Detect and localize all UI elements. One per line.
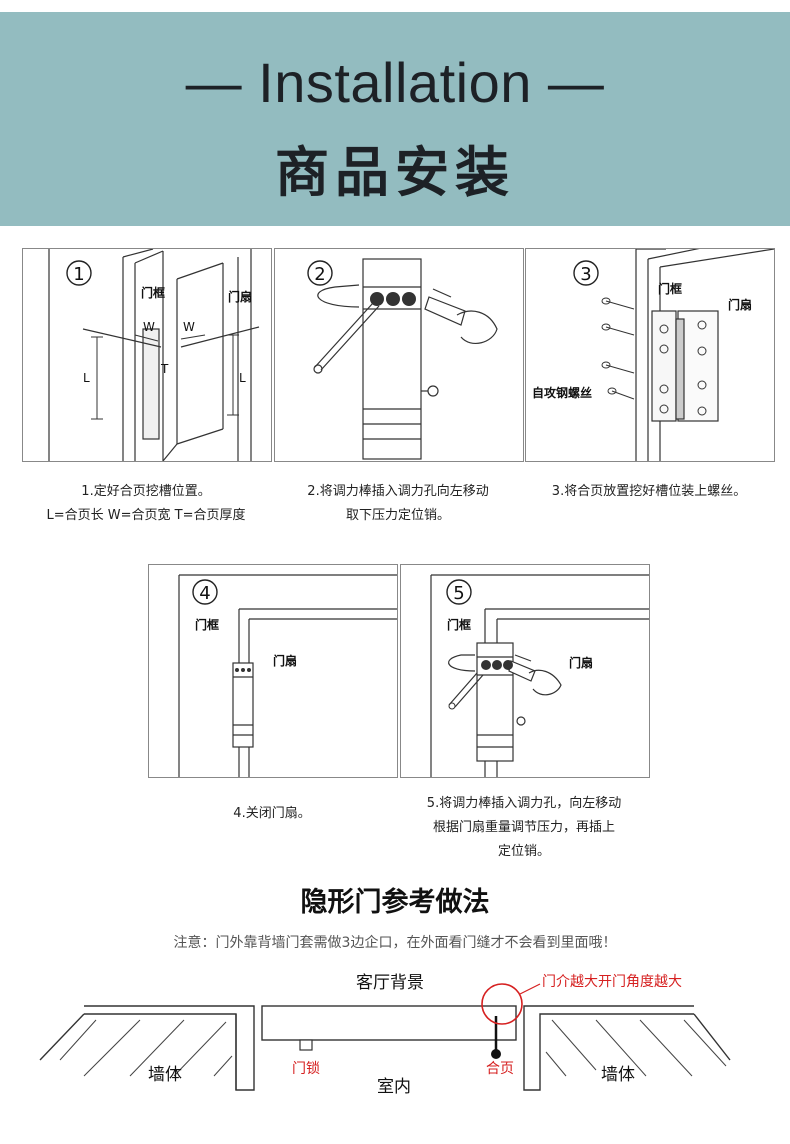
step-3-number-circle [573,260,599,286]
hidden-door-note: 注意：门外靠背墙门套需做3边企口，在外面看门缝才不会看到里面哦！ [173,935,617,951]
step-5-leaf-label: 门扇 [569,655,593,670]
step-2-hole-3 [402,292,416,306]
step-4-number-circle [192,579,218,605]
hinge-dot [491,1049,501,1059]
step-2-caption-line-1: 2.将调力棒插入调力孔向左移动 [307,484,489,499]
step-1-l1-label: L [83,371,90,385]
header-banner [0,12,790,226]
step-3-leaf-label: 门扇 [728,297,752,312]
step-2-hole-1 [370,292,384,306]
step-5-number-circle [446,579,472,605]
step-1-leaf-label: 门扇 [228,289,252,304]
step-4-caption-line-1: 4.关闭门扇。 [233,806,311,821]
step-5-caption-line-2: 根据门扇重量调节压力，再插上 [432,820,615,835]
step-4-leaf-label: 门扇 [273,653,297,668]
indoor-label: 室内 [377,1077,411,1097]
step-1-caption-line-2: L=合页长 W=合页宽 T=合页厚度 [46,508,246,523]
hinge-label: 合页 [486,1061,514,1077]
callout-label: 门介越大开门角度越大 [542,974,682,990]
step-4-caption: 4.关闭门扇。 [148,802,396,826]
step-3-caption: 3.将合页放置挖好槽位装上螺丝。 [525,480,773,504]
living-bg-label: 客厅背景 [356,973,424,993]
step-4-frame-label: 门框 [195,617,219,632]
step-1-t-label: T [160,362,169,376]
step-5-caption-line-3: 定位销。 [497,844,550,859]
step-1-number-circle [66,260,92,286]
banner-title-en: — Installation — [185,51,605,114]
step-2-panel: 2 [274,248,524,462]
door-lock-shape [299,1039,313,1051]
step-5-caption: 5.将调力棒插入调力孔，向左移动 根据门扇重量调节压力，再插上 定位销。 [400,792,648,864]
step-3-screw-label: 自攻钢螺丝 [532,385,592,400]
step-1-number: 1 [73,264,84,285]
step-1-panel: 1 门框 门扇 W W L L T [22,248,272,462]
step-3-frame-label: 门框 [658,281,682,296]
step-1-frame-label: 门框 [141,285,165,300]
step-3-caption-line-1: 3.将合页放置挖好槽位装上螺丝。 [551,484,747,499]
step-3-number: 3 [580,264,591,285]
step-4-panel: 4 门框 门扇 [148,564,398,778]
step-1-caption: 1.定好合页挖槽位置。 L=合页长 W=合页宽 T=合页厚度 [22,480,270,528]
hidden-door-title: 隐形门参考做法 [300,887,490,918]
hidden-door-diagram: 客厅背景 门介越大开门角度越大 墙体 墙体 门锁 室内 合页 [39,973,731,1097]
step-2-hole-2 [386,292,400,306]
step-5-caption-line-1: 5.将调力棒插入调力孔，向左移动 [426,796,622,811]
step-5-number: 5 [453,583,464,604]
wall-left-label: 墙体 [148,1065,182,1085]
step-2-number: 2 [314,264,325,285]
lock-label: 门锁 [292,1061,320,1077]
step-5-frame-label: 门框 [447,617,471,632]
callout-circle [481,983,523,1025]
step-1-w1-label: W [143,320,155,334]
step-1-caption-line-1: 1.定好合页挖槽位置。 [81,484,211,499]
step-5-panel: 5 门框 门扇 [400,564,650,778]
step-2-caption-line-2: 取下压力定位销。 [345,508,450,523]
step-3-panel: 3 门框 门扇 自攻钢螺丝 [525,248,775,462]
step-1-w2-label: W [183,320,195,334]
door-leaf [261,1005,517,1041]
step-4-number: 4 [199,583,210,604]
banner-title-cn: 商品安装 [275,141,515,204]
step-2-caption: 2.将调力棒插入调力孔向左移动 取下压力定位销。 [274,480,522,528]
step-1-l2-label: L [239,371,246,385]
wall-right-label: 墙体 [601,1065,635,1085]
step-2-number-circle [307,260,333,286]
